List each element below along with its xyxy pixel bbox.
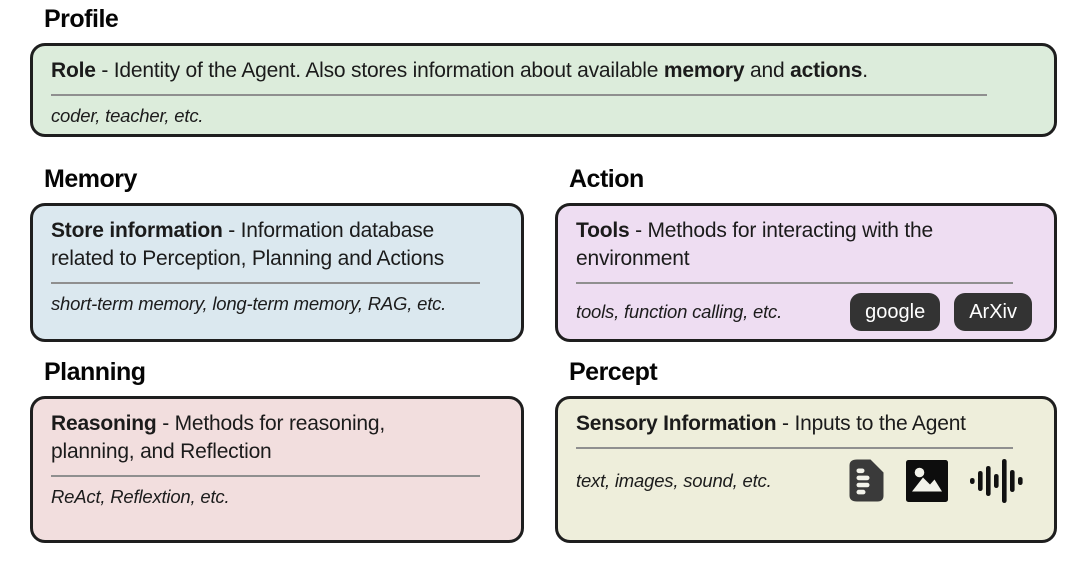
image-icon bbox=[906, 459, 948, 502]
profile-desc-period: . bbox=[862, 59, 868, 82]
arxiv-tool-button[interactable]: ArXiv bbox=[954, 292, 1032, 331]
planning-divider bbox=[51, 474, 481, 477]
profile-desc-text: - Identity of the Agent. Also stores inf… bbox=[95, 59, 664, 82]
memory-examples: short-term memory, long-term memory, RAG… bbox=[51, 292, 447, 314]
audio-waveform-icon bbox=[970, 458, 1023, 503]
percept-icons bbox=[849, 458, 1026, 504]
memory-divider bbox=[51, 281, 481, 284]
action-heading: Action bbox=[569, 165, 644, 193]
action-card: Tools - Methods for interacting with the… bbox=[555, 203, 1057, 342]
memory-description: Store information - Information database… bbox=[51, 217, 503, 273]
action-term: Tools bbox=[576, 219, 630, 242]
action-tool-chips: google ArXiv bbox=[850, 292, 1032, 331]
percept-heading: Percept bbox=[569, 358, 658, 386]
profile-examples: coder, teacher, etc. bbox=[51, 104, 204, 126]
action-description: Tools - Methods for interacting with the… bbox=[576, 217, 1036, 273]
action-section: Action Tools - Methods for interacting w… bbox=[555, 165, 1057, 342]
profile-divider bbox=[51, 93, 987, 96]
profile-bold-memory: memory bbox=[663, 59, 745, 82]
memory-desc-text: - Information database related to Percep… bbox=[51, 219, 445, 270]
action-desc-text: - Methods for interacting with the envir… bbox=[576, 219, 933, 270]
planning-heading: Planning bbox=[44, 358, 146, 386]
profile-card: Role - Identity of the Agent. Also store… bbox=[30, 43, 1057, 137]
planning-description: Reasoning - Methods for reasoning, plann… bbox=[51, 410, 503, 466]
profile-description: Role - Identity of the Agent. Also store… bbox=[51, 57, 1036, 85]
percept-divider bbox=[576, 446, 1013, 449]
percept-examples: text, images, sound, etc. bbox=[576, 469, 772, 491]
planning-card: Reasoning - Methods for reasoning, plann… bbox=[30, 396, 524, 543]
planning-section: Planning Reasoning - Methods for reasoni… bbox=[30, 358, 524, 543]
profile-heading: Profile bbox=[44, 5, 119, 33]
profile-section: Profile Role - Identity of the Agent. Al… bbox=[30, 5, 1057, 137]
action-divider bbox=[576, 281, 1013, 284]
memory-card: Store information - Information database… bbox=[30, 203, 524, 342]
profile-bold-actions: actions bbox=[790, 59, 863, 82]
percept-bottom-row: text, images, sound, etc. bbox=[576, 458, 1036, 504]
percept-card: Sensory Information - Inputs to the Agen… bbox=[555, 396, 1057, 543]
percept-desc-text: - Inputs to the Agent bbox=[776, 412, 966, 435]
memory-heading: Memory bbox=[44, 165, 137, 193]
percept-description: Sensory Information - Inputs to the Agen… bbox=[576, 410, 1036, 438]
profile-desc-text2: and bbox=[744, 59, 791, 82]
profile-term: Role bbox=[51, 59, 96, 82]
planning-examples: ReAct, Reflextion, etc. bbox=[51, 485, 230, 507]
planning-desc-text: - Methods for reasoning, planning, and R… bbox=[51, 412, 386, 463]
percept-term: Sensory Information bbox=[576, 412, 777, 435]
planning-term: Reasoning bbox=[51, 412, 157, 435]
google-tool-button[interactable]: google bbox=[850, 292, 941, 331]
document-icon bbox=[849, 459, 884, 502]
percept-section: Percept Sensory Information - Inputs to … bbox=[555, 358, 1057, 543]
memory-section: Memory Store information - Information d… bbox=[30, 165, 524, 342]
memory-term: Store information bbox=[51, 219, 223, 242]
action-examples: tools, function calling, etc. bbox=[576, 300, 783, 322]
action-bottom-row: tools, function calling, etc. google ArX… bbox=[576, 292, 1036, 331]
